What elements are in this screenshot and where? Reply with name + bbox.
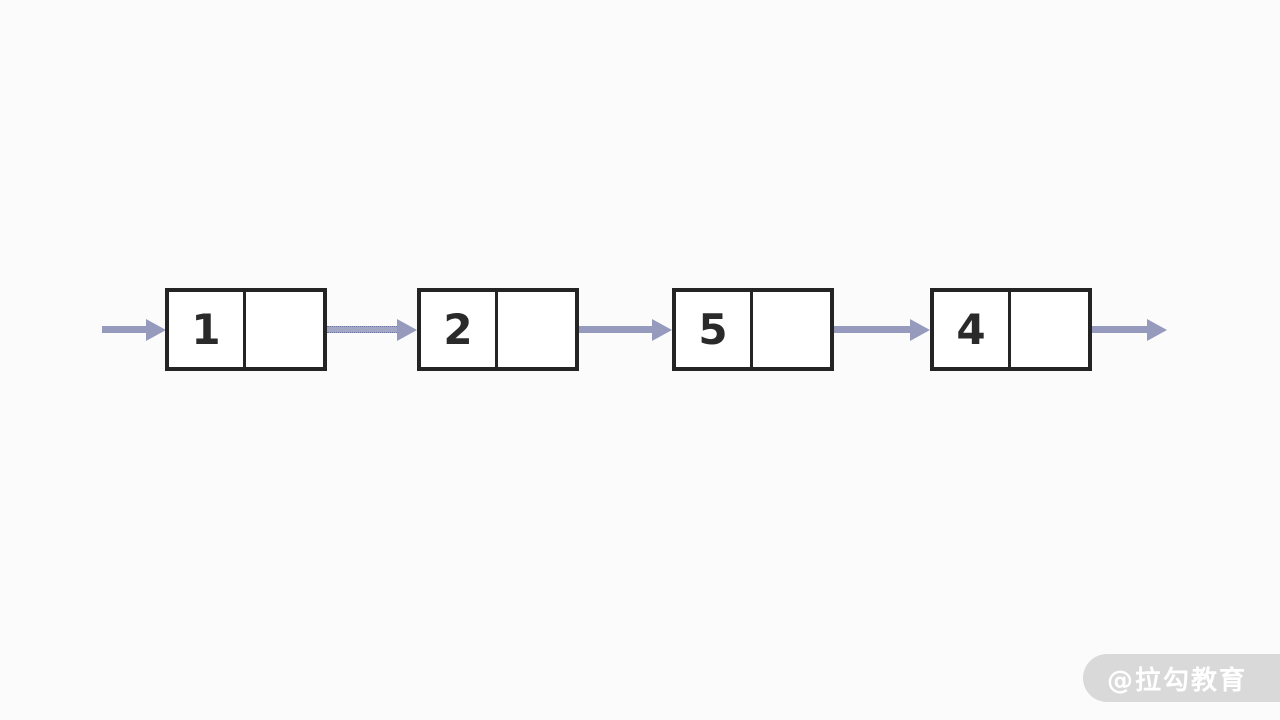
arrow-2-to-5-tip-icon	[652, 319, 672, 341]
watermark-label: @拉勾教育	[1107, 665, 1248, 696]
arrow-5-to-4-tip-icon	[910, 319, 930, 341]
node-pointer-cell	[246, 292, 323, 367]
watermark-badge: @拉勾教育	[1083, 654, 1280, 702]
tail-arrow-tip-icon	[1147, 319, 1167, 341]
node-value-cell: 1	[169, 292, 246, 367]
head-arrow-shaft	[102, 326, 148, 333]
linked-list-node-2: 2	[417, 288, 579, 371]
node-pointer-cell	[1011, 292, 1088, 367]
node-value-cell: 5	[676, 292, 753, 367]
linked-list-node-4: 4	[930, 288, 1092, 371]
node-pointer-cell	[498, 292, 575, 367]
tail-arrow-shaft	[1092, 326, 1147, 333]
node-value-cell: 4	[934, 292, 1011, 367]
linked-list-node-1: 1	[165, 288, 327, 371]
node-value-cell: 2	[421, 292, 498, 367]
head-arrow-tip-icon	[146, 319, 166, 341]
arrow-2-to-5-shaft	[579, 326, 652, 333]
node-pointer-cell	[753, 292, 830, 367]
arrow-1-to-2-shaft	[327, 326, 397, 333]
arrow-1-to-2-tip-icon	[397, 319, 417, 341]
linked-list-node-3: 5	[672, 288, 834, 371]
arrow-5-to-4-shaft	[834, 326, 910, 333]
